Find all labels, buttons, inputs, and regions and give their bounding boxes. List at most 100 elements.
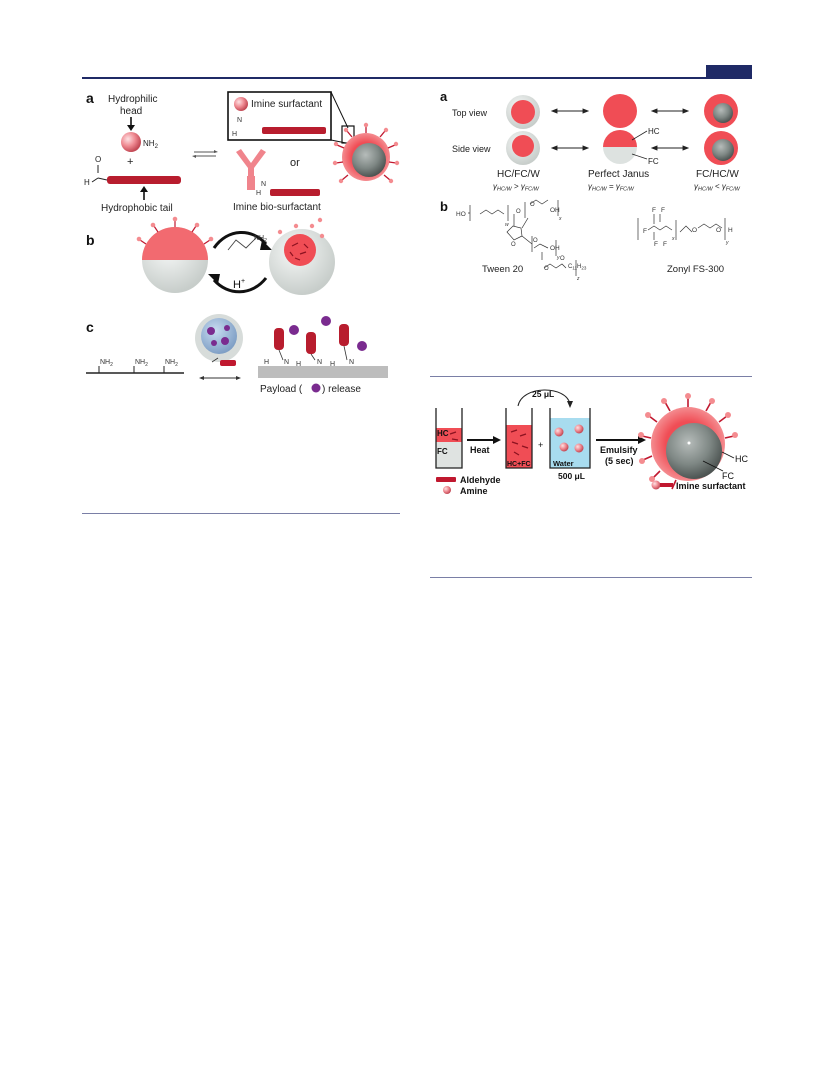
aldehyde-h-bond (91, 177, 99, 183)
aldehyde-o: O (95, 155, 101, 164)
hydrophobic-tail-label: Hydrophobic tail (101, 203, 173, 214)
c-h-3: H (330, 361, 335, 368)
heat-label: Heat (470, 445, 490, 455)
zonyl-label: Zonyl FS-300 (667, 264, 724, 275)
zonyl-f-3: F (643, 228, 647, 235)
droplet-fchcw-side (704, 131, 738, 165)
right-figure-divider-top (430, 376, 752, 377)
legend-imine: Imine surfactant (676, 481, 746, 491)
hc-pointer (631, 130, 648, 141)
water-label: Water (553, 459, 574, 468)
panel-b-label: b (86, 232, 95, 248)
legend-aldehyde: Aldehyde (460, 475, 501, 485)
hydrophilic-head-line1: Hydrophilic (108, 94, 157, 105)
header-rule (82, 77, 752, 79)
fc-pointer (631, 153, 648, 160)
bio-tail-bar (270, 189, 320, 196)
zonyl-f-4: F (654, 241, 658, 248)
payload-release-left: Payload ( (260, 384, 303, 395)
head-arrow-tip (127, 125, 135, 131)
or-label: or (290, 157, 300, 169)
cycle-arrow-bottom-tip (208, 274, 220, 284)
tween20-label: Tween 20 (482, 264, 523, 275)
c-n-3: N (349, 359, 354, 366)
header-tab (706, 65, 752, 78)
transfer-volume: 25 μL (532, 389, 554, 399)
droplet-hcfcw-side (506, 131, 540, 165)
zonyl-o-1: O (692, 227, 697, 234)
droplet-hc-label: HC (735, 454, 748, 464)
payload-legend-particle (311, 383, 321, 393)
droplet-hc-pointer (721, 451, 735, 459)
tween-x: x (558, 216, 562, 222)
tween-o-5: O (560, 256, 565, 262)
attached-surfactants (274, 324, 349, 354)
panel-a-label: a (86, 90, 94, 106)
cycle-arrow-top (212, 231, 268, 249)
c-h-1: H (264, 359, 269, 366)
legend-aldehyde-bar (436, 477, 456, 482)
tween-o-ring: O (511, 242, 516, 248)
emulsify-line1: Emulsify (600, 445, 638, 455)
tween-oh-2: OH (550, 245, 560, 252)
zonyl-y: y (725, 240, 729, 246)
hydrophilic-head-ball (121, 132, 141, 152)
janus-hc-label: HC (648, 127, 660, 136)
panel-c-label: c (86, 319, 94, 335)
left-figure-bottom-rule (82, 513, 400, 514)
amine-chain-b (227, 237, 257, 251)
c-nh2-3: NH2 (165, 359, 178, 368)
loaded-droplet-c (195, 314, 243, 366)
janus-droplet-a (332, 122, 400, 184)
tension-relation-3: γHC/W < γFC/W (694, 182, 741, 193)
tween-ho: HO (456, 211, 466, 218)
legend-imine-bar (660, 483, 673, 487)
emulsify-line2: (5 sec) (605, 456, 634, 466)
imine-surfactant-label: Imine surfactant (251, 99, 322, 110)
view-double-arrows (550, 108, 690, 151)
zonyl-structure (637, 214, 726, 240)
c-n-1: N (284, 359, 289, 366)
imine-bio-surfactant-label: Imine bio-surfactant (233, 202, 321, 213)
tension-relation-2: γHC/W = γFC/W (588, 182, 635, 193)
droplet-fchcw-top (704, 94, 738, 128)
tween-z: z (576, 276, 580, 282)
c-h-2: H (296, 361, 301, 368)
droplet-janus-side (603, 130, 637, 164)
zonyl-f-5: F (663, 241, 667, 248)
zonyl-x: x (671, 236, 675, 242)
imine-n: N (237, 117, 242, 124)
heat-arrow-tip (493, 436, 501, 444)
zonyl-f-1: F (652, 207, 656, 214)
hydrophilic-head-line2: head (120, 106, 142, 117)
tween-w: w (505, 222, 509, 228)
beaker-3-water (549, 408, 591, 469)
b-nh2: NH2 (254, 235, 267, 244)
plus-beakers: + (538, 440, 543, 450)
release-surface (258, 366, 388, 378)
backbone-nh2-ticks (98, 366, 165, 373)
beaker1-fc: FC (437, 447, 448, 456)
emulsify-arrow-tip (638, 436, 646, 444)
janus-fc-label: FC (648, 157, 659, 166)
hydrophobic-tail-bar (107, 176, 181, 184)
right-figure-divider-bottom (430, 577, 752, 578)
zoom-line-1 (330, 91, 349, 129)
cycle-arrow-bottom (212, 277, 268, 294)
c-exchange-tip-right (236, 376, 241, 380)
broken-droplet-b-right (269, 217, 335, 295)
tween-o-3: O (533, 238, 538, 244)
title-fchcw: FC/HC/W (696, 169, 739, 180)
beaker1-hc: HC (437, 429, 449, 438)
c-exchange-tip-left (199, 376, 204, 380)
eq-arrow-tip-left (192, 155, 196, 158)
imine-tail-bar (262, 127, 326, 134)
top-view-label: Top view (452, 108, 488, 118)
droplet-fc-pointer (702, 460, 724, 472)
beaker-2 (505, 408, 533, 469)
legend-amine-ball (443, 486, 451, 494)
tween-y: y (556, 255, 560, 261)
droplet-fc-label: FC (722, 471, 734, 481)
